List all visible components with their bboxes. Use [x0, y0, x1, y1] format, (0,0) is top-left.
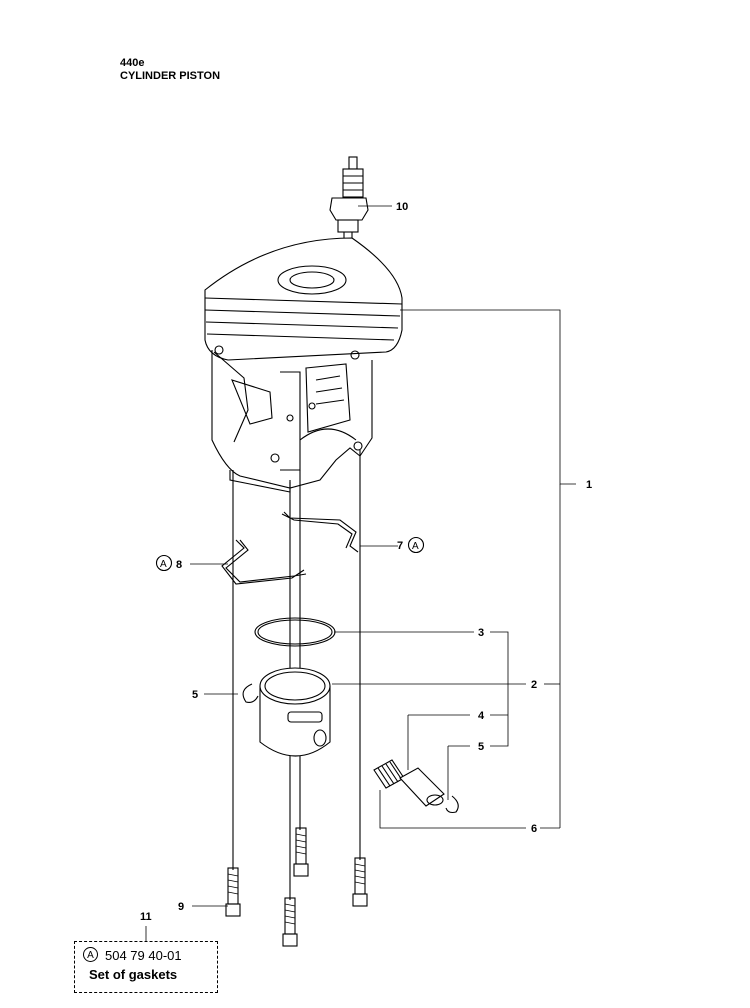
callout-7: 7	[397, 540, 403, 552]
callout-3: 3	[478, 627, 484, 639]
bolt-set	[225, 827, 368, 947]
callout-10: 10	[396, 201, 408, 213]
spark-plug	[329, 156, 369, 246]
callout-5-left: 5	[192, 689, 198, 701]
gasket-kit-box: A 504 79 40-01 Set of gaskets	[74, 941, 218, 993]
piston-pin	[399, 767, 445, 807]
a-label-7: A	[412, 541, 419, 552]
kit-part-number: 504 79 40-01	[105, 948, 182, 963]
piston-ring	[254, 617, 336, 647]
callout-6: 6	[531, 823, 537, 835]
a-label-8: A	[160, 559, 167, 570]
diagram-title: CYLINDER PISTON	[120, 70, 221, 82]
cylinder	[204, 237, 403, 493]
gasket-7	[281, 511, 359, 553]
callout-11: 11	[140, 911, 152, 923]
callout-5-right: 5	[478, 741, 484, 753]
kit-a-symbol: A	[83, 947, 98, 962]
kit-name: Set of gaskets	[89, 967, 178, 982]
callout-1: 1	[586, 479, 592, 491]
piston	[259, 667, 331, 757]
gasket-8	[221, 539, 307, 585]
callout-8: 8	[176, 559, 182, 571]
callout-2: 2	[531, 679, 537, 691]
diagram-header: 440e CYLINDER PISTON	[120, 57, 220, 83]
model-number: 440e	[120, 57, 145, 69]
a-symbol-8	[155, 554, 173, 572]
needle-bearing	[373, 759, 405, 789]
a-symbol-7	[407, 536, 425, 554]
callout-9: 9	[178, 901, 184, 913]
callout-4: 4	[478, 710, 485, 722]
